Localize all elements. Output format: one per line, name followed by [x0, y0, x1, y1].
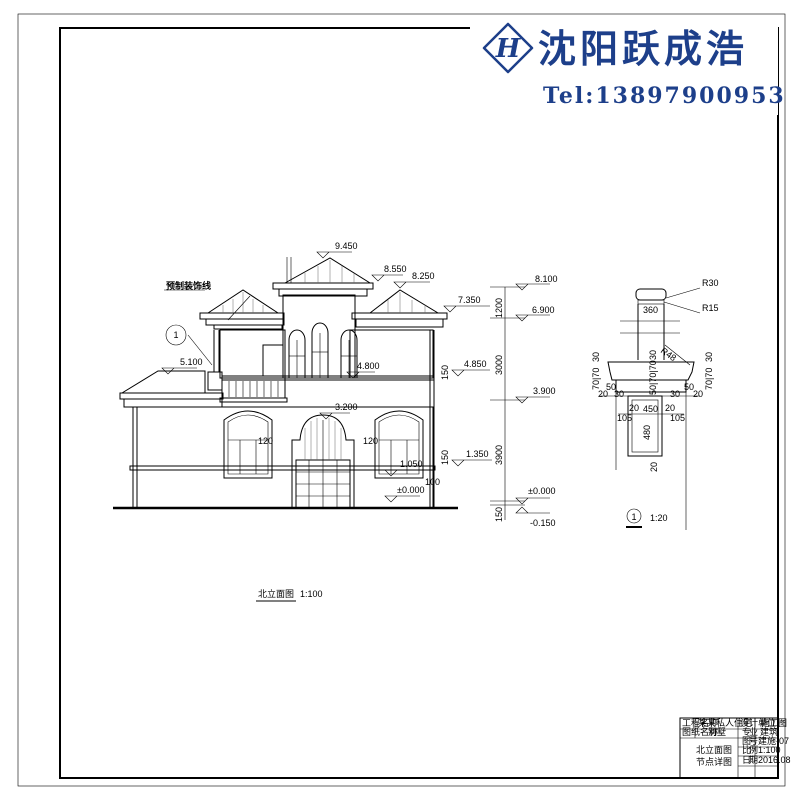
svg-text:70|70: 70|70 [704, 368, 714, 390]
svg-text:4.800: 4.800 [357, 361, 380, 371]
svg-text:120: 120 [363, 436, 378, 446]
svg-text:比: 比 [742, 744, 751, 755]
svg-text:20: 20 [598, 389, 608, 399]
north-elevation: 1 预制装饰线 9.450 8.550 8.250 7.350 5.100 4.… [113, 241, 558, 602]
svg-text:1:100: 1:100 [758, 745, 781, 755]
svg-text:450: 450 [643, 404, 658, 414]
svg-text:8.250: 8.250 [412, 271, 435, 281]
inner-frame [59, 27, 779, 779]
svg-text:30: 30 [591, 352, 601, 362]
svg-text:工程名称: 工程名称 [682, 717, 718, 728]
title-block: 工程名称 某某私人住宅 图纸名称 别墅 设计单位 施工图 专业建筑 北立面图 节… [679, 717, 791, 779]
svg-text:8.100: 8.100 [535, 274, 558, 284]
svg-text:360: 360 [643, 305, 658, 315]
svg-text:1200: 1200 [494, 298, 504, 318]
detail-callout-circle [165, 324, 187, 346]
svg-text:6.900: 6.900 [532, 305, 555, 315]
svg-text:图: 图 [742, 736, 751, 746]
svg-text:50: 50 [684, 382, 694, 392]
svg-text:20: 20 [629, 403, 639, 413]
svg-text:150: 150 [494, 507, 504, 522]
svg-text:4.850: 4.850 [464, 359, 487, 369]
svg-text:20: 20 [649, 462, 659, 472]
svg-text:105: 105 [670, 413, 685, 423]
svg-text:节点详图: 节点详图 [696, 756, 732, 767]
callout-label: 预制装饰线 [166, 280, 211, 291]
svg-text:R30: R30 [702, 278, 719, 288]
svg-text:105: 105 [617, 413, 632, 423]
outer-frame [17, 13, 786, 787]
svg-text:120: 120 [258, 436, 273, 446]
column-detail: R30 R15 R48 360 450 480 105 105 30 30 50… [591, 278, 719, 530]
svg-text:北立面图: 北立面图 [696, 744, 732, 755]
company-name: 沈阳跃成浩 [538, 26, 748, 71]
svg-text:±0.000: ±0.000 [528, 486, 555, 496]
diamond-H-logo-icon: H [482, 22, 534, 74]
svg-text:±0.000: ±0.000 [397, 485, 424, 495]
svg-text:R48: R48 [659, 345, 678, 363]
svg-text:2016.08: 2016.08 [758, 755, 791, 765]
svg-text:150: 150 [440, 365, 450, 380]
svg-text:期: 期 [749, 755, 758, 765]
svg-text:7.350: 7.350 [458, 295, 481, 305]
svg-text:3000: 3000 [494, 355, 504, 375]
svg-text:30: 30 [670, 389, 680, 399]
svg-text:某某私人住宅: 某某私人住宅 [698, 717, 752, 728]
svg-text:100: 100 [425, 477, 440, 487]
svg-text:3900: 3900 [494, 445, 504, 465]
svg-text:H: H [495, 34, 522, 64]
svg-text:设计单位: 设计单位 [740, 717, 776, 728]
svg-text:别墅: 别墅 [708, 727, 726, 737]
svg-text:1: 1 [173, 330, 178, 340]
svg-text:建施-07: 建施-07 [758, 735, 789, 746]
elevation-scale: 1:100 [300, 589, 323, 599]
detail-scale: 1:20 [650, 513, 668, 523]
svg-text:30: 30 [648, 350, 658, 360]
svg-text:3.900: 3.900 [533, 386, 556, 396]
svg-text:150: 150 [440, 450, 450, 465]
svg-text:20: 20 [665, 403, 675, 413]
svg-text:70|70: 70|70 [591, 368, 601, 390]
elevation-title: 北立面图 [258, 588, 294, 599]
svg-text:1: 1 [631, 512, 636, 522]
svg-text:-0.150: -0.150 [530, 518, 556, 528]
svg-text:9.450: 9.450 [335, 241, 358, 251]
svg-text:号: 号 [749, 736, 758, 746]
svg-text:1.350: 1.350 [466, 449, 489, 459]
svg-text:专: 专 [742, 726, 751, 737]
phone-number: Tel:13897900953 [543, 83, 786, 109]
svg-text:30: 30 [614, 389, 624, 399]
svg-text:图纸名称: 图纸名称 [682, 726, 718, 737]
svg-text:5.100: 5.100 [180, 357, 203, 367]
svg-text:施工图: 施工图 [760, 717, 787, 728]
svg-text:建筑: 建筑 [760, 726, 778, 737]
svg-text:50|70|70: 50|70|70 [648, 360, 658, 395]
svg-text:480: 480 [642, 425, 652, 440]
svg-text:R15: R15 [702, 303, 719, 313]
svg-text:20: 20 [693, 389, 703, 399]
svg-text:3.200: 3.200 [335, 402, 358, 412]
svg-text:业: 业 [749, 727, 758, 737]
svg-text:8.550: 8.550 [384, 264, 407, 274]
svg-text:日: 日 [742, 755, 751, 765]
svg-text:例: 例 [749, 744, 758, 755]
svg-text:30: 30 [704, 352, 714, 362]
svg-text:1.050: 1.050 [400, 459, 423, 469]
svg-text:50: 50 [606, 382, 616, 392]
